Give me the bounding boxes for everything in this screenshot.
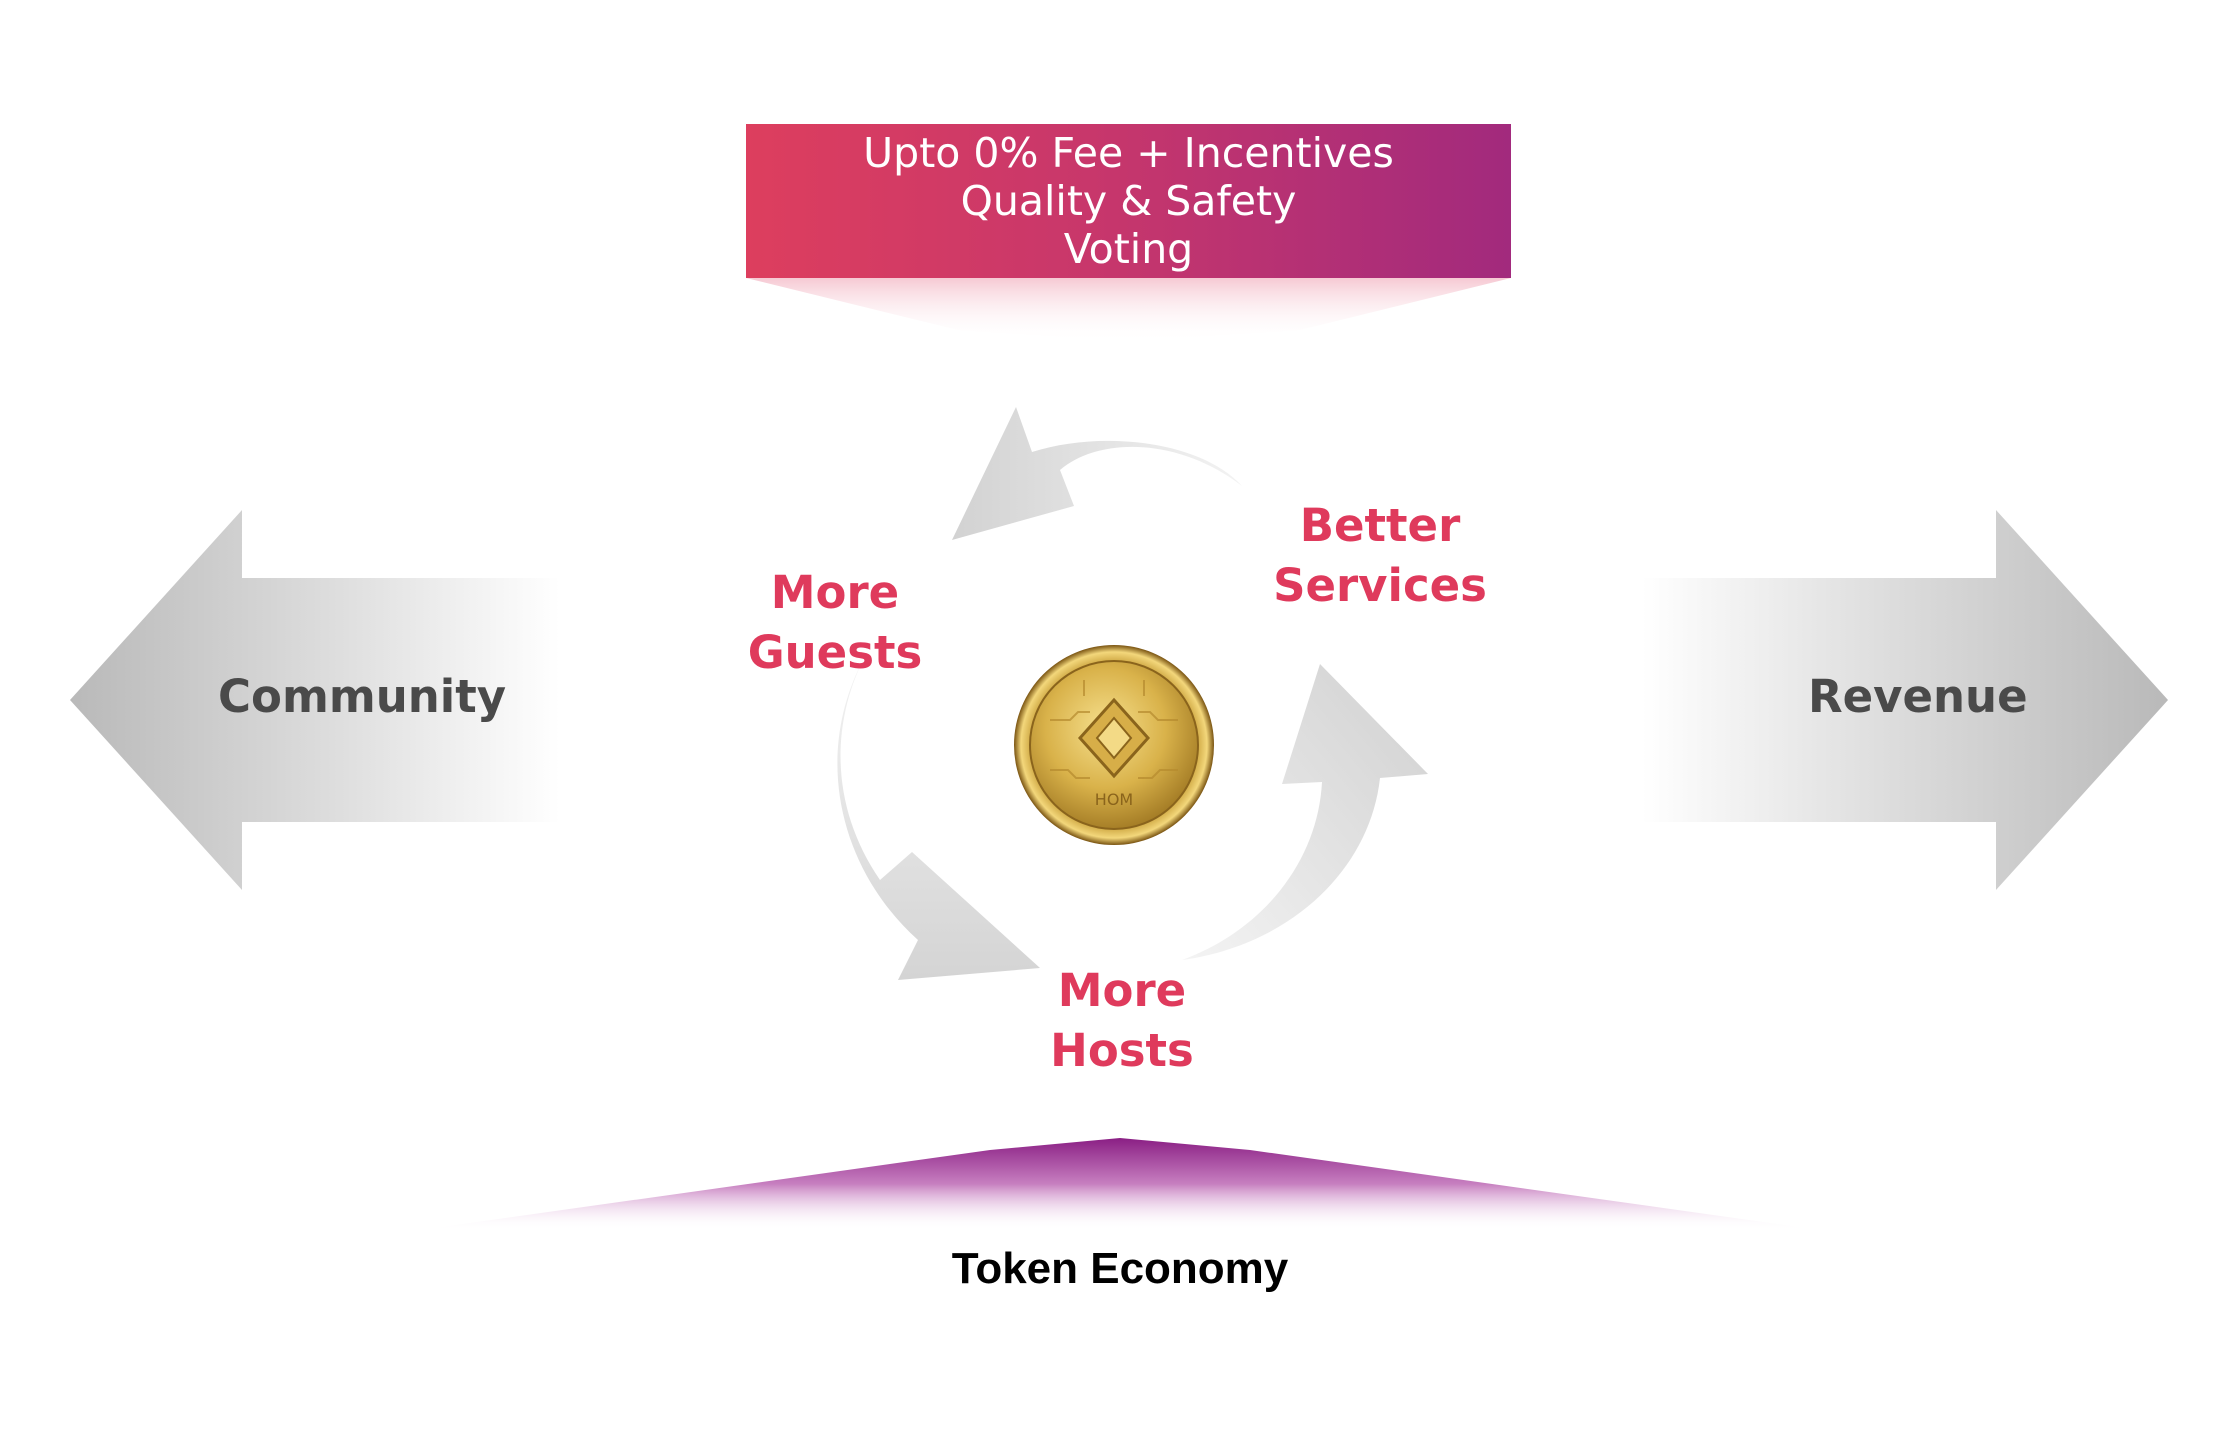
revenue-label: Revenue: [1808, 670, 2028, 723]
revenue-arrow: [1642, 510, 2168, 890]
better-services-line2: Services: [1273, 559, 1487, 612]
more-hosts-line1: More: [1057, 964, 1187, 1017]
banner-line-voting: Voting: [1063, 225, 1194, 273]
more-hosts-line2: Hosts: [1050, 1024, 1194, 1077]
hom-gold-coin-icon: HOM: [1014, 645, 1214, 845]
cycle-arrow-left: [837, 662, 1040, 980]
token-economy-label: Token Economy: [951, 1244, 1289, 1293]
token-economy-fan: [420, 1138, 1820, 1230]
more-guests-line2: Guests: [747, 626, 923, 679]
banner-shadow: [746, 278, 1511, 342]
more-hosts-label: More Hosts: [1002, 961, 1242, 1081]
community-arrow: [70, 510, 560, 890]
better-services-line1: Better: [1299, 499, 1461, 552]
cycle-arrow-top: [952, 407, 1242, 540]
coin-text: HOM: [1095, 790, 1133, 809]
more-guests-line1: More: [770, 566, 900, 619]
better-services-label: Better Services: [1260, 496, 1500, 616]
cycle-arrow-right: [1182, 664, 1428, 960]
more-guests-label: More Guests: [715, 563, 955, 683]
banner-line-quality: Quality & Safety: [960, 177, 1297, 225]
community-label: Community: [218, 670, 507, 723]
benefits-banner: Upto 0% Fee + Incentives Quality & Safet…: [746, 124, 1511, 278]
banner-line-fee: Upto 0% Fee + Incentives: [863, 129, 1394, 177]
